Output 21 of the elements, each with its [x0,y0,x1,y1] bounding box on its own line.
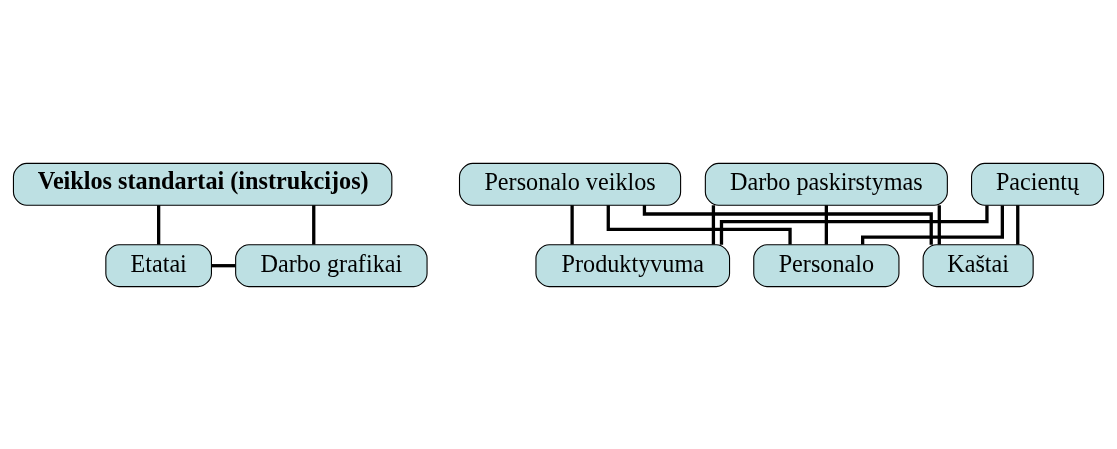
node-box: Kaštai [922,243,1034,287]
connector [312,204,316,245]
connector [861,205,1004,245]
connector [157,204,161,245]
connector [606,204,792,245]
connector [719,205,989,245]
node-box: Pacientų [971,162,1105,206]
node-box: Darbo paskirstymas [704,162,948,206]
node-box: Personalo [753,243,900,287]
connector [937,204,941,245]
connector [211,263,236,267]
connector [642,204,933,245]
node-box: Darbo grafikai [235,243,428,287]
node-box: Personalo veiklos [458,162,682,206]
connector [570,204,574,245]
connector [824,204,828,245]
node-box: Veiklos standartai (instrukcijos) [12,162,393,206]
connector [1016,204,1020,245]
connector [711,204,716,245]
node-box: Etatai [105,243,212,287]
node-box: Produktyvuma [535,243,731,287]
